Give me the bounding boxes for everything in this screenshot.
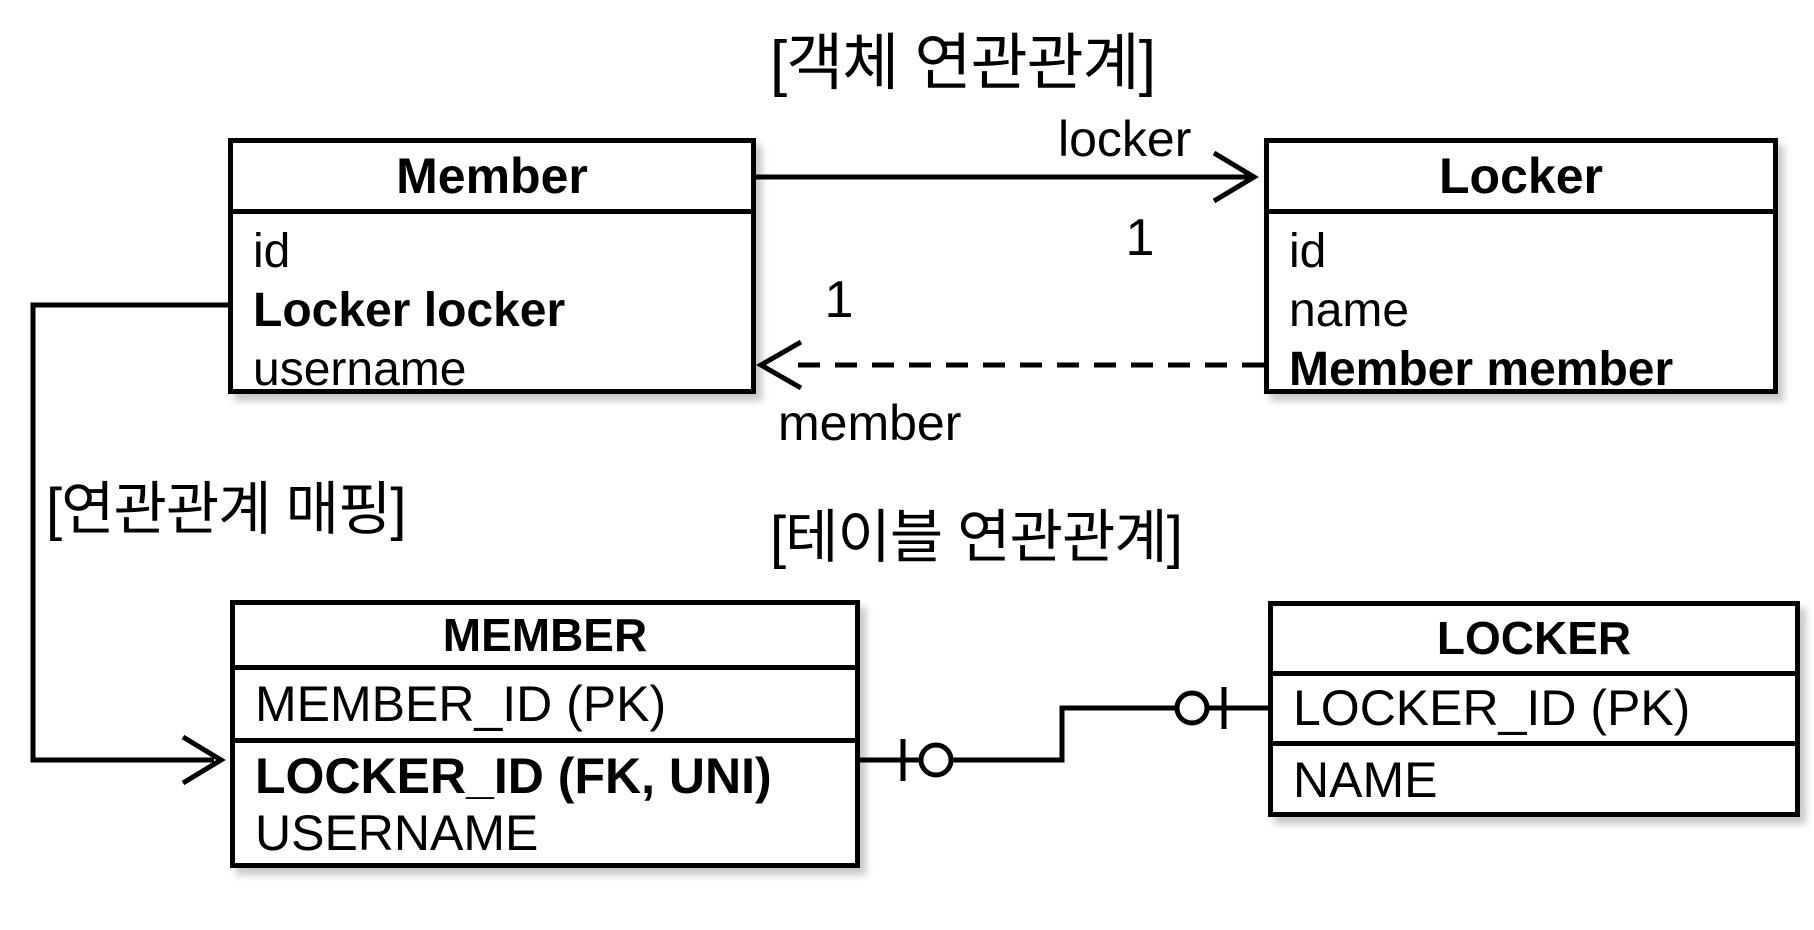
member-table-username-row: USERNAME xyxy=(255,805,539,861)
association-label-locker: locker xyxy=(1058,111,1192,167)
mapping-arrow xyxy=(30,302,228,786)
member-class-name: Member xyxy=(233,143,751,214)
mapping-title: [연관관계 매핑] xyxy=(46,477,407,542)
arrowhead-right-icon xyxy=(1212,150,1259,204)
locker-class-box: Locker id name Member member xyxy=(1264,138,1778,396)
arrowhead-left-icon xyxy=(755,339,803,391)
member-class-field-username: username xyxy=(253,343,467,396)
locker-table-box: LOCKER LOCKER_ID (PK) NAME xyxy=(1268,601,1800,817)
cardinality-zero-circle-icon xyxy=(918,742,954,778)
object-association-dashed-arrow xyxy=(755,339,1264,391)
association-label-member: member xyxy=(778,395,962,451)
member-table-name: MEMBER xyxy=(235,605,855,670)
object-association-arrow xyxy=(756,150,1259,204)
locker-class-field-name: name xyxy=(1289,284,1410,337)
locker-class-field-member: Member member xyxy=(1289,343,1674,396)
cardinality-zero-circle-icon xyxy=(1174,690,1210,726)
table-relation-title: [테이블 연관관계] xyxy=(770,505,1183,570)
locker-class-name: Locker xyxy=(1269,143,1773,214)
locker-table-pk-row: LOCKER_ID (PK) xyxy=(1273,676,1795,746)
multiplicity-locker-side: 1 xyxy=(1125,209,1155,267)
table-relation-connector xyxy=(860,687,1268,781)
locker-table-name: LOCKER xyxy=(1273,606,1795,676)
member-table-box: MEMBER MEMBER_ID (PK) LOCKER_ID (FK, UNI… xyxy=(230,600,860,868)
arrowhead-right-icon xyxy=(181,734,226,786)
locker-class-field-id: id xyxy=(1289,225,1327,278)
member-table-fk-row: LOCKER_ID (FK, UNI) xyxy=(255,748,772,804)
member-table-pk-row: MEMBER_ID (PK) xyxy=(235,670,855,743)
multiplicity-member-side: 1 xyxy=(824,271,854,329)
locker-table-name-row: NAME xyxy=(1293,752,1438,808)
member-class-field-locker: Locker locker xyxy=(253,284,566,337)
member-class-box: Member id Locker locker username xyxy=(228,138,756,396)
member-class-field-id: id xyxy=(253,225,291,278)
object-relation-title: [객체 연관관계] xyxy=(770,29,1156,98)
